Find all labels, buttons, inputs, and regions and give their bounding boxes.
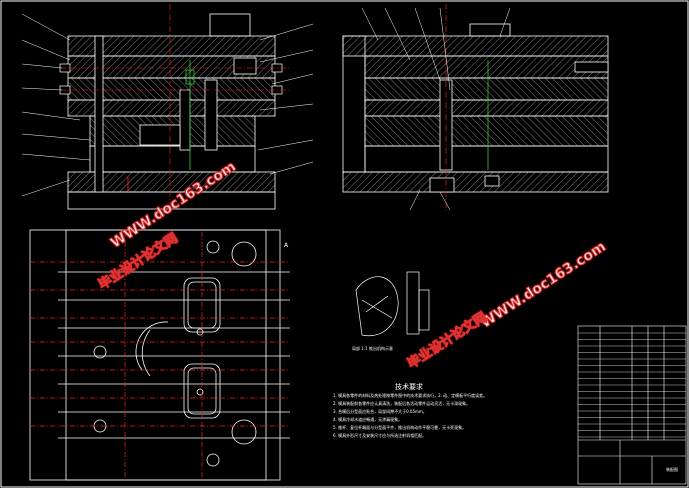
technical-note: 5. 推杆、复位杆端面与分型面平齐，推出机构动作平稳可靠，无卡死现象。 [333, 425, 467, 430]
technical-note: 2. 模具装配前各零件应认真清洗，装配后各活动零件运动灵活，无卡滞现象。 [333, 401, 471, 406]
main-view-green-marks [185, 60, 195, 170]
title-block-drawing-name: 装配图 [666, 467, 678, 472]
detail-view [355, 271, 430, 337]
title-block [577, 325, 687, 485]
technical-note: 3. 合模后分型面应贴合，局部间隙不大于0.05mm。 [333, 409, 427, 414]
plan-view-rods [58, 271, 290, 439]
technical-note: 4. 模具冷却水道应畅通，无渗漏现象。 [333, 417, 403, 422]
side-view-leaders [361, 7, 511, 211]
detail-view-label: 局部 1:1 推出机构示意 [352, 346, 393, 351]
view-marker: A [284, 242, 289, 249]
plan-view-center-lines [30, 232, 290, 478]
main-view-center-lines [60, 4, 290, 212]
plan-view [29, 229, 281, 481]
title-block-rows [578, 332, 686, 438]
technical-note: 6. 模具外形尺寸及安装尺寸应与所选注射机相匹配。 [333, 433, 427, 438]
technical-requirements-title: 技术要求 [395, 383, 423, 391]
main-view-leaders [21, 13, 314, 197]
side-section-view [342, 23, 609, 193]
main-section-view [67, 13, 276, 210]
technical-note: 1. 模具各零件的材料及热处理按零件图中的技术要求执行，2. 动、定模板平行度误… [333, 393, 488, 398]
